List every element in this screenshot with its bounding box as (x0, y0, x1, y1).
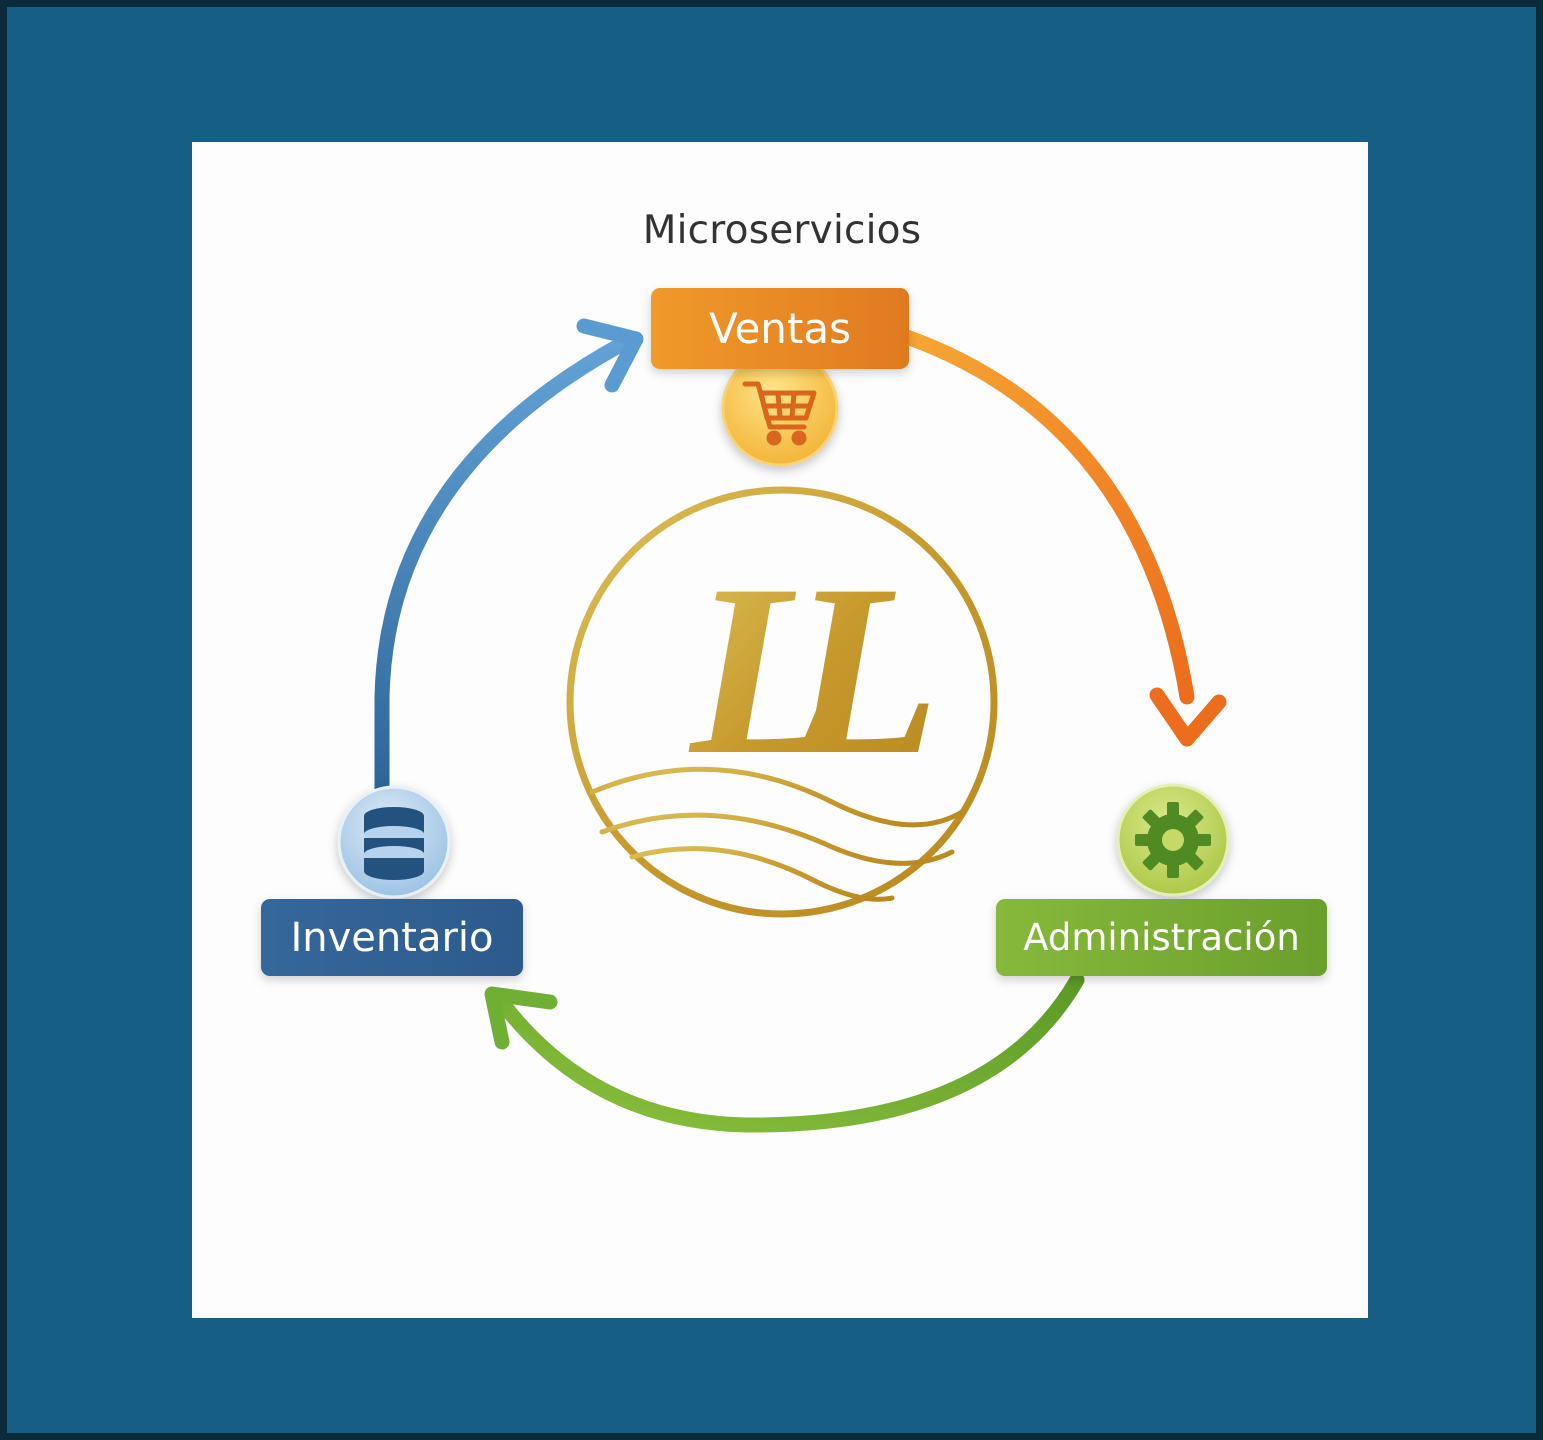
service-label-administracion: Administración (1023, 916, 1300, 959)
flow-arrow-ventas-to-administracion (899, 329, 1227, 747)
service-box-administracion: Administración (996, 899, 1327, 976)
service-label-inventario: Inventario (290, 914, 494, 961)
outer-frame: LL (7, 7, 1536, 1433)
flow-arrow-inventario-to-ventas (374, 318, 644, 798)
logo-monogram: LL (688, 534, 929, 805)
flow-arrow-administracion-to-inventario (484, 972, 1085, 1133)
service-label-ventas: Ventas (708, 304, 852, 353)
diagram-graphics: LL (337, 318, 1230, 1133)
diagram-title: Microservicios (642, 208, 922, 253)
service-box-inventario: Inventario (261, 899, 523, 976)
shopping-cart-icon (742, 381, 817, 446)
gear-icon (1135, 802, 1211, 878)
ll-wave-logo-icon: LL (566, 486, 998, 918)
database-icon (364, 807, 424, 880)
service-box-ventas: Ventas (651, 288, 909, 369)
diagram-canvas: LL (192, 142, 1368, 1318)
